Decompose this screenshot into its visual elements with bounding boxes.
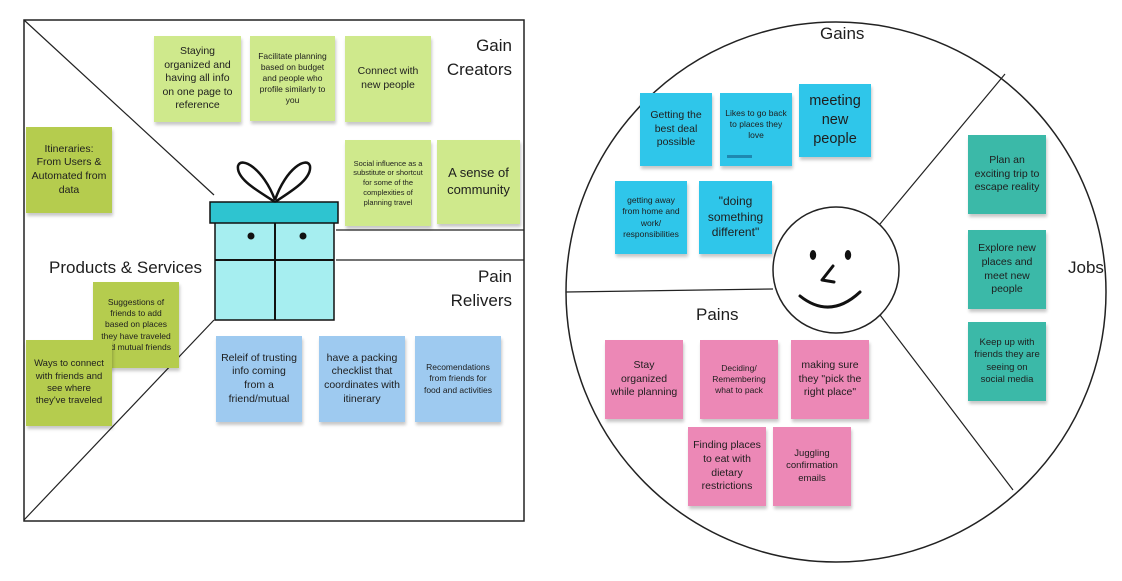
value-map-diagonal-top [23, 19, 215, 196]
gain-note[interactable]: meeting new people [799, 84, 871, 157]
gift-icon [209, 161, 339, 321]
profile-divider-left [565, 288, 774, 293]
jobs-title: Jobs [1068, 258, 1104, 277]
pain-reliever-note[interactable]: Recomendations from friends for food and… [415, 336, 501, 422]
value-map-frame [23, 19, 525, 522]
gain-note[interactable]: Likes to go back to places they love [720, 93, 792, 166]
pain-note[interactable]: Finding places to eat with dietary restr… [688, 427, 766, 506]
product-service-note[interactable]: Itineraries: From Users & Automated from… [26, 127, 112, 213]
gain-creator-note[interactable]: Connect with new people [345, 36, 431, 122]
gain-creators-title: Gain Creators [446, 36, 512, 79]
job-note[interactable]: Keep up with friends they are seeing on … [968, 322, 1046, 401]
products-services-title: Products & Services [49, 258, 203, 277]
job-note[interactable]: Explore new places and meet new people [968, 230, 1046, 309]
gain-creator-note[interactable]: A sense of community [437, 140, 520, 224]
pains-title: Pains [696, 305, 739, 324]
gain-note-text: Likes to go back to places they love [725, 107, 787, 141]
pain-relievers-title: Pain Relivers [450, 267, 512, 310]
pain-reliever-note[interactable]: Releif of trusting info coming from a fr… [216, 336, 302, 422]
note-highlight-bar [727, 155, 752, 158]
gain-creator-note[interactable]: Staying organized and having all info on… [154, 36, 241, 122]
value-map-diagonal-bottom [23, 319, 215, 521]
smiley-face-icon [798, 250, 862, 309]
gain-creator-note[interactable]: Facilitate planning based on budget and … [250, 36, 335, 121]
gain-creator-note[interactable]: Social influence as a substitute or shor… [345, 140, 431, 226]
gains-title: Gains [820, 24, 865, 43]
pain-reliever-note[interactable]: have a packing checklist that coordinate… [319, 336, 405, 422]
profile-divider-lower [879, 314, 1014, 491]
pain-note[interactable]: Juggling confirmation emails [773, 427, 851, 506]
gain-note[interactable]: "doing something different" [699, 181, 772, 254]
profile-divider-upper [879, 73, 1006, 225]
product-service-note[interactable]: Ways to connect with friends and see whe… [26, 340, 112, 426]
customer-face-circle [772, 206, 900, 334]
job-note[interactable]: Plan an exciting trip to escape reality [968, 135, 1046, 214]
gain-note[interactable]: Getting the best deal possible [640, 93, 712, 166]
gain-note[interactable]: getting away from home and work/ respons… [615, 181, 687, 254]
pain-note[interactable]: Stay organized while planning [605, 340, 683, 419]
pain-note[interactable]: making sure they "pick the right place" [791, 340, 869, 419]
pain-note[interactable]: Deciding/ Remembering what to pack [700, 340, 778, 419]
